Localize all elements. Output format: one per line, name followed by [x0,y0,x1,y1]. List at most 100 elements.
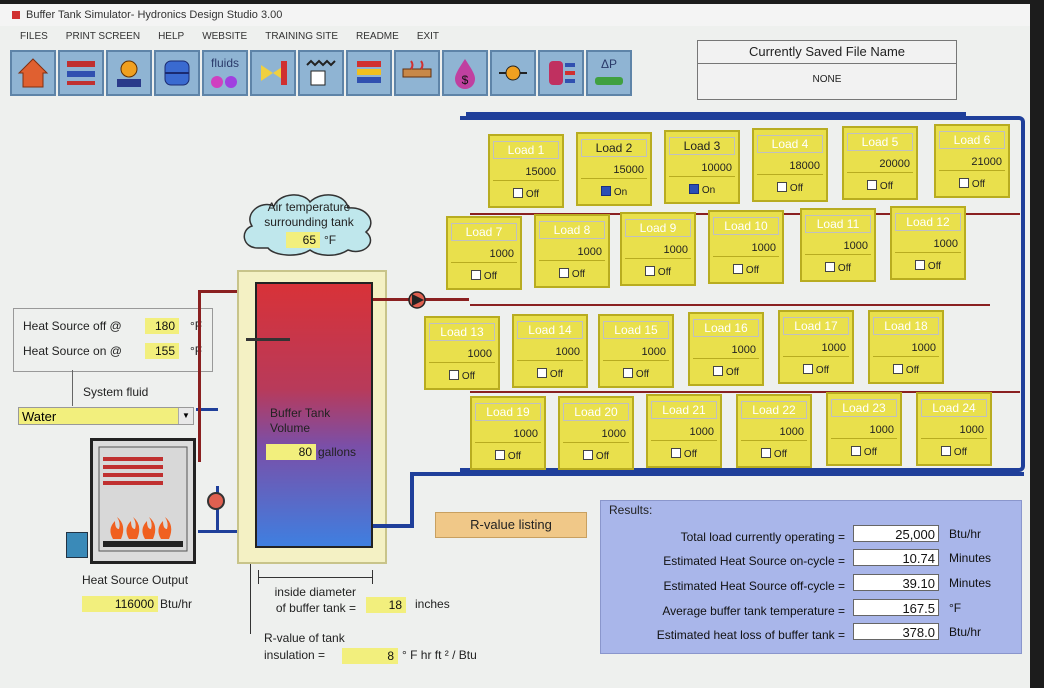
load-9-toggle[interactable]: Off [622,266,694,278]
checkbox-icon[interactable] [600,186,611,196]
load-5-toggle[interactable]: Off [844,180,916,192]
load-10-toggle[interactable]: Off [710,264,782,276]
checkbox-icon[interactable] [760,448,771,458]
heat-source-on-input[interactable]: 155 [145,343,179,359]
load-6-value[interactable]: 21000 [939,154,1005,171]
load-10-value[interactable]: 1000 [713,240,779,257]
load-11-toggle[interactable]: Off [802,262,874,274]
load-6-toggle[interactable]: Off [936,178,1008,190]
load-5-value[interactable]: 20000 [847,156,913,173]
cost-button[interactable]: $ [442,50,488,96]
load-9-value[interactable]: 1000 [625,242,691,259]
menu-readme[interactable]: README [356,31,399,42]
checkbox-icon[interactable] [558,268,569,278]
diameter-input[interactable]: 18 [366,597,406,613]
checkbox-icon[interactable] [940,446,951,456]
checkbox-icon[interactable] [644,266,655,276]
load-13-value[interactable]: 1000 [429,346,495,363]
load-14-value[interactable]: 1000 [517,344,583,361]
load-15-value[interactable]: 1000 [603,344,669,361]
chevron-down-icon[interactable]: ▼ [178,408,193,424]
rvalue-listing-button[interactable]: R-value listing [435,512,587,538]
piping-button[interactable] [58,50,104,96]
checkbox-icon[interactable] [536,368,547,378]
pump-circuit-button[interactable] [490,50,536,96]
load-7-value[interactable]: 1000 [451,246,517,263]
checkbox-icon[interactable] [470,270,481,280]
load-23-toggle[interactable]: Off [828,446,900,458]
menu-files[interactable]: FILES [20,31,48,42]
pipe-heat-loss-button[interactable] [394,50,440,96]
system-fluid-select[interactable]: Water ▼ [18,407,194,425]
layers-button[interactable] [346,50,392,96]
load-21-value[interactable]: 1000 [651,424,717,441]
checkbox-icon[interactable] [448,370,459,380]
load-16-value[interactable]: 1000 [693,342,759,359]
menu-print-screen[interactable]: PRINT SCREEN [65,31,141,42]
load-11-value[interactable]: 1000 [805,238,871,255]
buffer-volume-input[interactable]: 80 [266,444,316,460]
pump-controls-button[interactable] [106,50,152,96]
load-14-toggle[interactable]: Off [514,368,586,380]
checkbox-icon[interactable] [670,448,681,458]
load-24-value[interactable]: 1000 [921,422,987,439]
load-19-value[interactable]: 1000 [475,426,541,443]
checkbox-icon[interactable] [802,364,813,374]
checkbox-icon[interactable] [958,178,969,188]
load-8-toggle[interactable]: Off [536,268,608,280]
load-12-toggle[interactable]: Off [892,260,964,272]
checkbox-icon[interactable] [732,264,743,274]
pressure-drop-button[interactable]: ΔP [586,50,632,96]
load-12-value[interactable]: 1000 [895,236,961,253]
load-2-value[interactable]: 15000 [581,162,647,179]
fluids-button[interactable]: fluids [202,50,248,96]
load-17-value[interactable]: 1000 [783,340,849,357]
load-20-value[interactable]: 1000 [563,426,629,443]
load-17-toggle[interactable]: Off [780,364,852,376]
checkbox-icon[interactable] [824,262,835,272]
load-18-toggle[interactable]: Off [870,364,942,376]
load-21-toggle[interactable]: Off [648,448,720,460]
valve-sizing-button[interactable] [250,50,296,96]
checkbox-icon[interactable] [622,368,633,378]
load-15-toggle[interactable]: Off [600,368,672,380]
heat-source-off-input[interactable]: 180 [145,318,179,334]
checkbox-icon[interactable] [712,366,723,376]
load-1-value[interactable]: 15000 [493,164,559,181]
home-button[interactable] [10,50,56,96]
load-16-toggle[interactable]: Off [690,366,762,378]
menu-help[interactable]: HELP [158,31,185,42]
load-24-toggle[interactable]: Off [918,446,990,458]
load-22-toggle[interactable]: Off [738,448,810,460]
load-22-value[interactable]: 1000 [741,424,807,441]
checkbox-icon[interactable] [892,364,903,374]
load-3-value[interactable]: 10000 [669,160,735,177]
radiator-button[interactable] [298,50,344,96]
load-4-value[interactable]: 18000 [757,158,823,175]
load-2-toggle[interactable]: On [578,186,650,198]
checkbox-icon[interactable] [494,450,505,460]
load-7-toggle[interactable]: Off [448,270,520,282]
checkbox-icon[interactable] [688,184,699,194]
checkbox-icon[interactable] [582,450,593,460]
load-4-toggle[interactable]: Off [754,182,826,194]
load-13-toggle[interactable]: Off [426,370,498,382]
load-3-toggle[interactable]: On [666,184,738,196]
load-8-value[interactable]: 1000 [539,244,605,261]
menu-website[interactable]: WEBSITE [202,31,248,42]
load-1-toggle[interactable]: Off [490,188,562,200]
checkbox-icon[interactable] [850,446,861,456]
expansion-tank-button[interactable] [154,50,200,96]
heat-source-output-input[interactable]: 116000 [82,596,158,612]
checkbox-icon[interactable] [866,180,877,190]
rvalue-input[interactable]: 8 [342,648,398,664]
checkbox-icon[interactable] [776,182,787,192]
air-temp-input[interactable]: 65 [286,232,320,248]
checkbox-icon[interactable] [512,188,523,198]
checkbox-icon[interactable] [914,260,925,270]
menu-exit[interactable]: EXIT [416,31,440,42]
tank-manifold-button[interactable] [538,50,584,96]
load-18-value[interactable]: 1000 [873,340,939,357]
load-19-toggle[interactable]: Off [472,450,544,462]
menu-training-site[interactable]: TRAINING SITE [265,31,339,42]
